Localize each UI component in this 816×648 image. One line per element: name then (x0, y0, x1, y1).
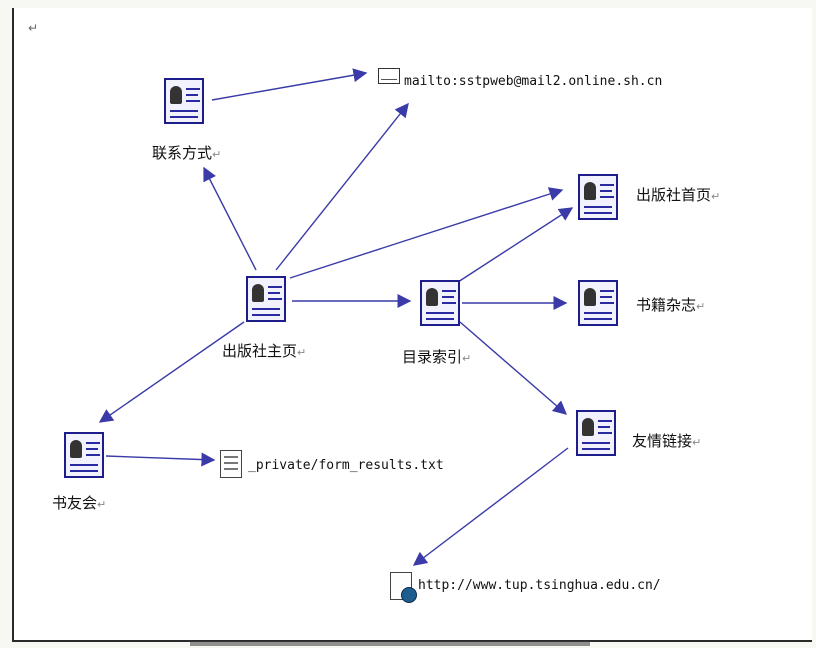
node-label-home: 出版社主页↵ (222, 342, 307, 360)
edge-home-mailto (275, 102, 409, 271)
globe-icon (401, 587, 417, 603)
edge-contact-mailto (211, 68, 368, 101)
node-label-pub-home: 出版社首页↵ (636, 186, 721, 204)
edge-links-url (412, 447, 569, 566)
edge-home-club (98, 321, 245, 423)
node-label-club: 书友会↵ (52, 494, 107, 512)
page-icon[interactable] (578, 174, 618, 220)
file-icon[interactable] (220, 450, 242, 478)
edge-index-links (459, 321, 568, 415)
mailto-link[interactable]: mailto:sstpweb@mail2.online.sh.cn (404, 74, 663, 89)
edge-index-pubhome (457, 207, 574, 283)
diagram-canvas (12, 8, 812, 642)
url-link[interactable]: http://www.tup.tsinghua.edu.cn/ (418, 578, 661, 593)
paragraph-mark: ↵ (28, 21, 39, 35)
node-label-contact: 联系方式↵ (152, 144, 222, 162)
form-results-link[interactable]: _private/form_results.txt (248, 458, 444, 473)
mail-icon[interactable] (378, 68, 400, 84)
node-label-links: 友情链接↵ (632, 432, 702, 450)
edge-home-pubhome (289, 187, 564, 279)
page-icon[interactable] (578, 280, 618, 326)
page-icon[interactable] (164, 78, 204, 124)
page-icon[interactable] (576, 410, 616, 456)
edge-home-contact (203, 166, 257, 271)
edge-club-form (105, 452, 216, 467)
page-icon[interactable] (420, 280, 460, 326)
bottom-shadow (190, 641, 590, 646)
page-icon[interactable] (246, 276, 286, 322)
node-label-books: 书籍杂志↵ (636, 296, 706, 314)
node-label-index: 目录索引↵ (402, 348, 472, 366)
web-page-icon[interactable] (390, 572, 417, 603)
page-icon[interactable] (64, 432, 104, 478)
